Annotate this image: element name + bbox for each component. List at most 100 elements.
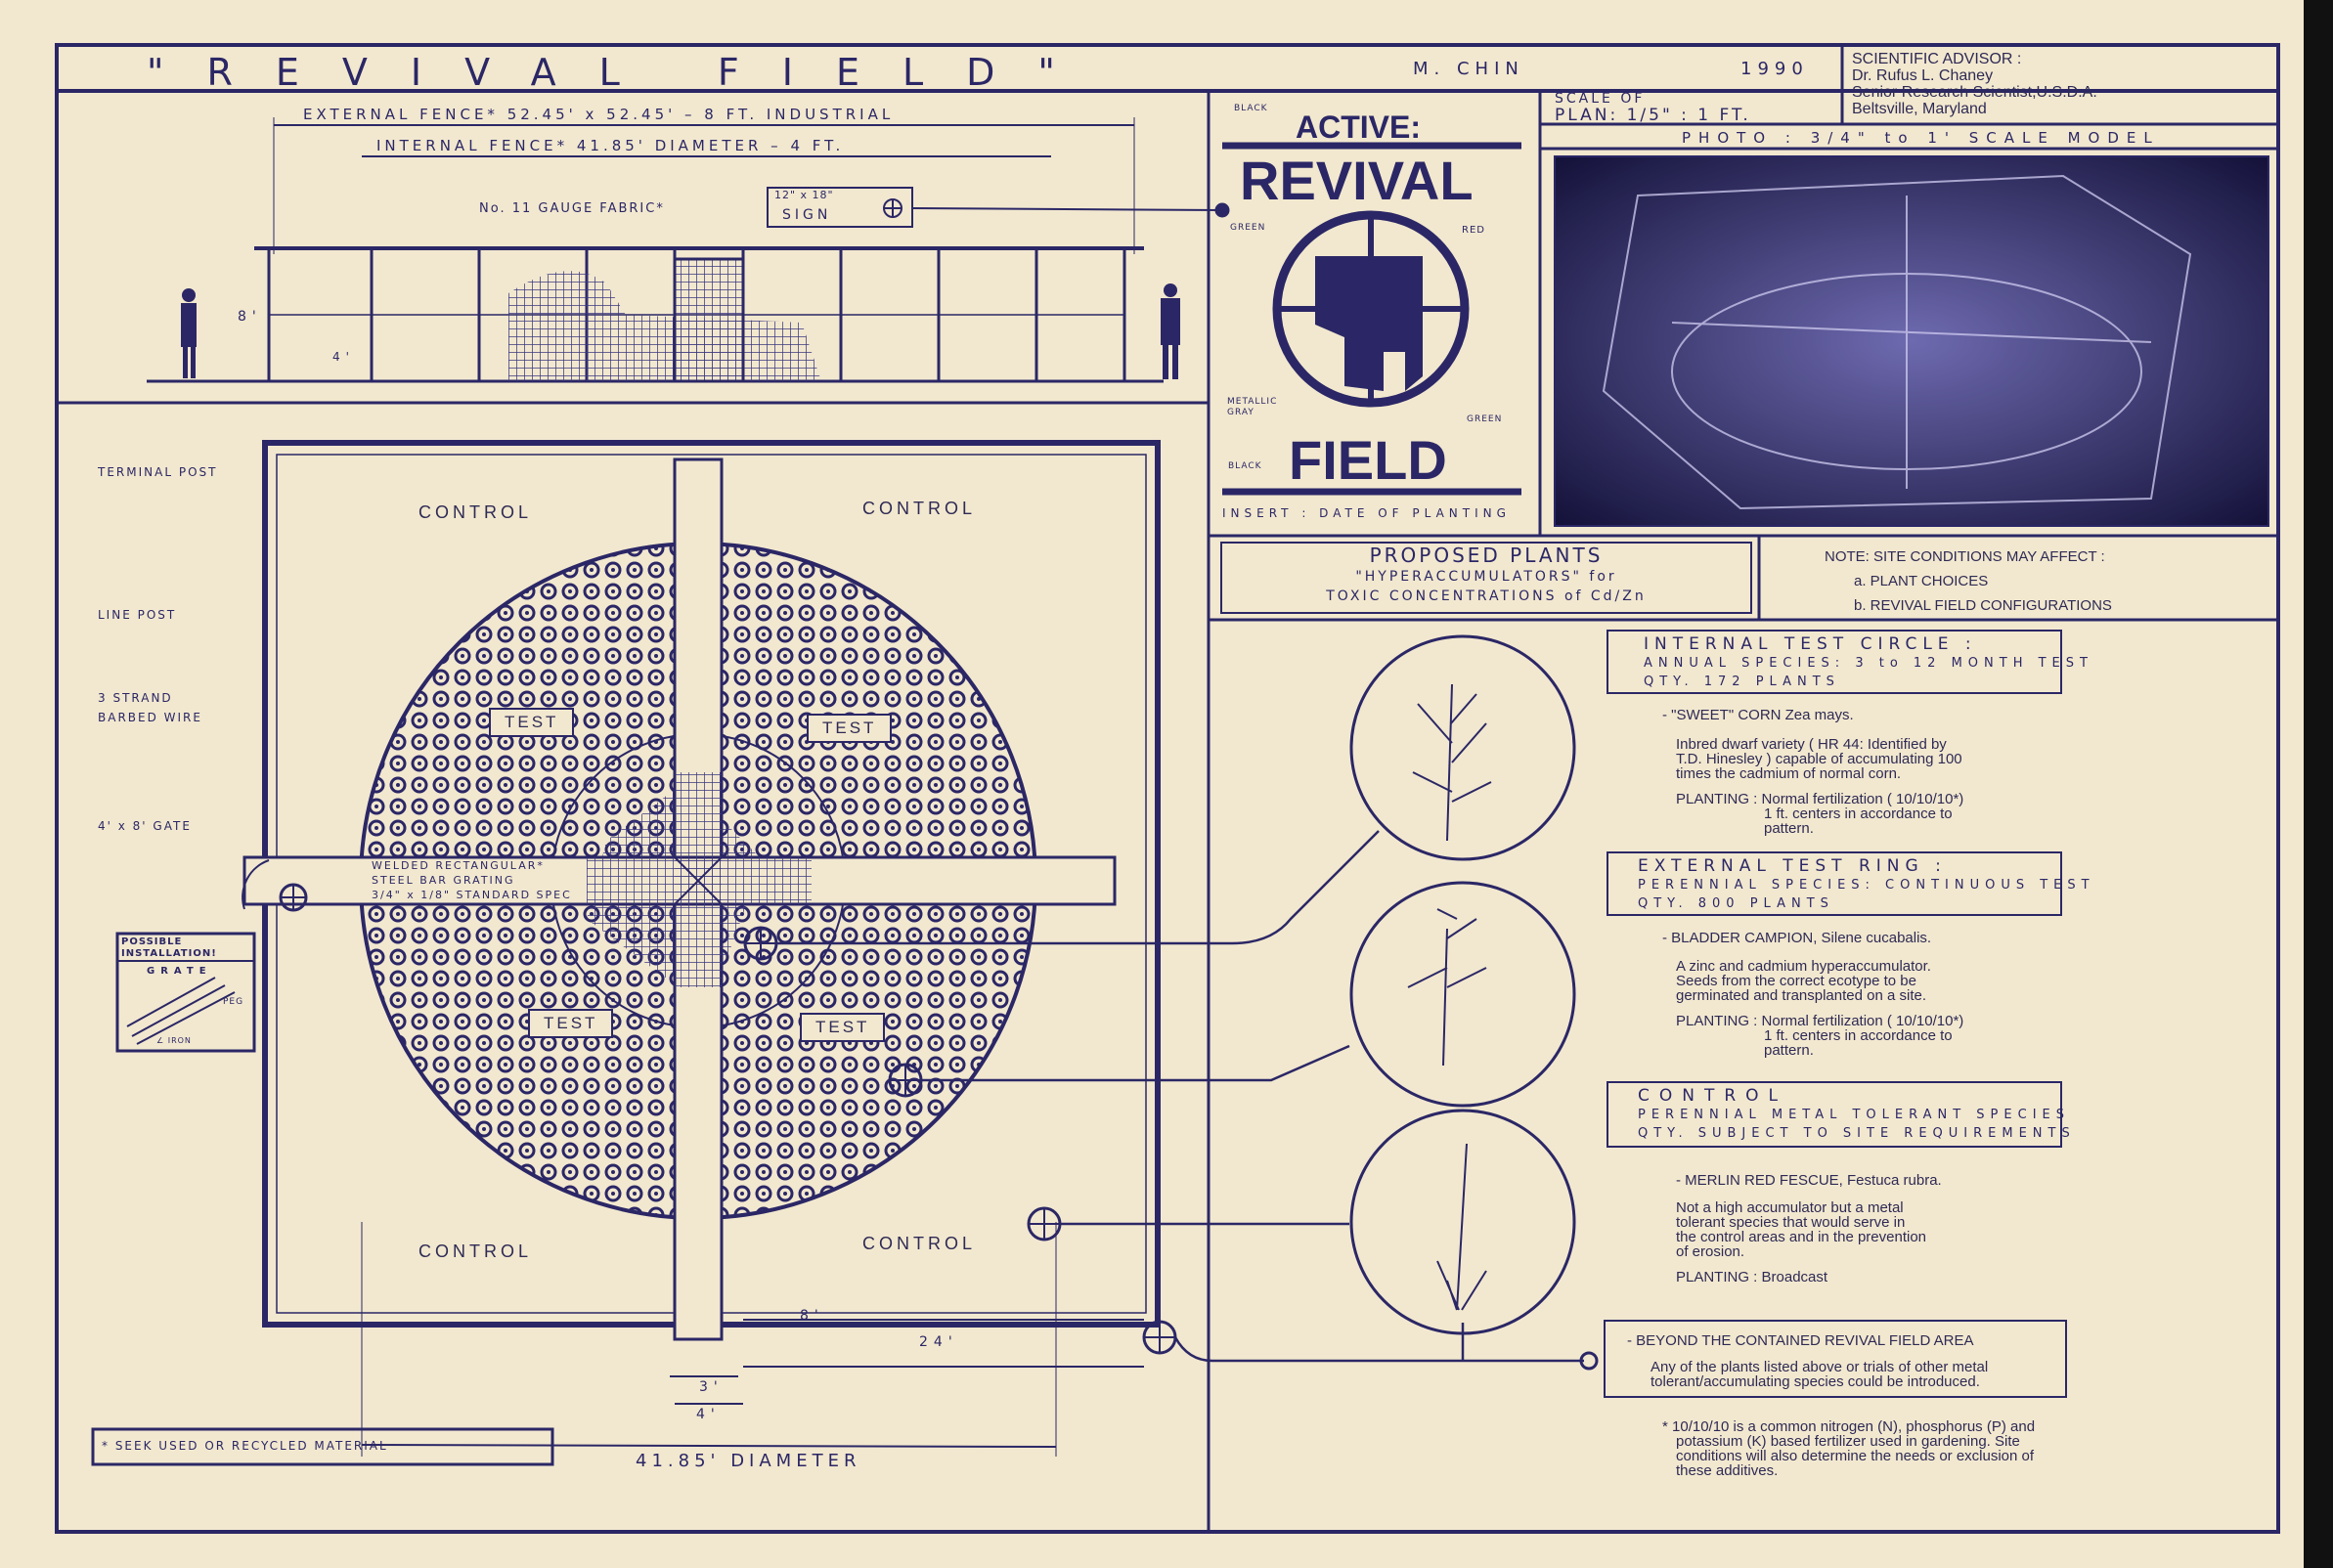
desc-line: Not a high accumulator but a metal <box>1676 1199 1904 1216</box>
color-note: GREEN <box>1467 414 1503 424</box>
planting-line: pattern. <box>1764 1042 1814 1059</box>
section-planting: PLANTING : Normal fertilization ( 10/10/… <box>1676 792 1963 836</box>
fertilizer-footnote: * 10/10/10 is a common nitrogen (N), pho… <box>1662 1419 2035 1478</box>
section-planting: PLANTING : Broadcast <box>1676 1269 1828 1285</box>
section-species: - BLADDER CAMPION, Silene cucabalis. <box>1662 930 1932 946</box>
install-title: POSSIBLE INSTALLATION! <box>121 936 217 959</box>
section-title: EXTERNAL TEST RING : <box>1638 856 1947 876</box>
proposed-plants-box: PROPOSED PLANTS "HYPERACCUMULATORS" for … <box>1220 542 1752 614</box>
plan-scale: SCALE OF PLAN: 1/5" : 1 FT. <box>1555 92 1751 125</box>
desc-line: times the cadmium of normal corn. <box>1676 765 1902 782</box>
control-area-label: CONTROL <box>862 1234 977 1253</box>
desc-line: T.D. Hinesley ) capable of accumulating … <box>1676 751 1962 767</box>
control-header: CONTROL PERENNIAL METAL TOLERANT SPECIES… <box>1607 1081 2076 1148</box>
sheet-title: "REVIVAL FIELD" <box>147 51 1098 94</box>
gate-label: 4' x 8' GATE <box>98 819 192 833</box>
section-subtitle: ANNUAL SPECIES: 3 to 12 MONTH TEST <box>1644 656 2093 671</box>
section-species: - "SWEET" CORN Zea mays. <box>1662 707 1854 723</box>
color-note: BLACK <box>1228 461 1262 471</box>
color-note: RED <box>1462 225 1485 236</box>
footnote-line: potassium (K) based fertilizer used in g… <box>1676 1433 2020 1450</box>
footnote-line: these additives. <box>1676 1462 1779 1479</box>
control-area-label: CONTROL <box>418 1241 533 1261</box>
planting-line: 1 ft. centers in accordance to <box>1764 806 1953 822</box>
install-grate: GRATE <box>147 966 212 977</box>
color-note: GREEN <box>1230 223 1266 233</box>
test-area-label: TEST <box>800 1013 886 1042</box>
test-area-label: TEST <box>807 714 893 743</box>
height-8ft: 8' <box>238 309 262 325</box>
fabric-label: No. 11 GAUGE FABRIC* <box>479 201 665 216</box>
logo-active: ACTIVE: <box>1296 109 1421 145</box>
sign-size: 12" x 18" <box>774 189 834 201</box>
line-post-label: LINE POST <box>98 608 177 622</box>
section-planting: PLANTING : Normal fertilization ( 10/10/… <box>1676 1014 1963 1058</box>
grating-line: 3/4" x 1/8" STANDARD SPEC <box>372 889 572 901</box>
footnote-line: * 10/10/10 is a common nitrogen (N), pho… <box>1662 1418 2036 1435</box>
grating-line: WELDED RECTANGULAR* <box>372 859 545 872</box>
terminal-post-label: TERMINAL POST <box>98 465 218 479</box>
section-title: INTERNAL TEST CIRCLE : <box>1644 634 1977 654</box>
proposed-subtitle: TOXIC CONCENTRATIONS of Cd/Zn <box>1326 588 1647 604</box>
advisor-role: Senior Research Scientist,U.S.D.A. <box>1852 84 2097 101</box>
scientific-advisor: SCIENTIFIC ADVISOR : Dr. Rufus L. Chaney… <box>1852 51 2097 117</box>
author: M. CHIN <box>1413 59 1524 79</box>
section-description: Inbred dwarf variety ( HR 44: Identified… <box>1676 737 1962 781</box>
footnote-line: conditions will also determine the needs… <box>1676 1448 2035 1464</box>
internal-test-circle-header: INTERNAL TEST CIRCLE : ANNUAL SPECIES: 3… <box>1607 630 2093 694</box>
desc-line: Inbred dwarf variety ( HR 44: Identified… <box>1676 736 1947 753</box>
logo-field: FIELD <box>1289 429 1447 491</box>
proposed-subtitle: "HYPERACCUMULATORS" for <box>1355 569 1617 585</box>
section-species: - MERLIN RED FESCUE, Festuca rubra. <box>1676 1172 1942 1189</box>
color-note: METALLIC GRAY <box>1227 397 1278 417</box>
desc-line: germinated and transplanted on a site. <box>1676 987 1927 1004</box>
dim-8ft: 8' <box>800 1308 824 1324</box>
install-iron: ∠ IRON <box>156 1036 192 1045</box>
install-peg: PEG <box>223 997 244 1007</box>
control-area-label: CONTROL <box>862 499 977 518</box>
logo-insert-note: INSERT : DATE OF PLANTING <box>1222 506 1511 520</box>
section-quantity: QTY. 172 PLANTS <box>1644 675 1840 689</box>
planting-line: PLANTING : Normal fertilization ( 10/10/… <box>1676 791 1964 807</box>
section-title: CONTROL <box>1638 1086 1788 1106</box>
recycled-footnote: * SEEK USED OR RECYCLED MATERIAL <box>102 1439 388 1453</box>
dim-4ft: 4' <box>696 1407 721 1422</box>
desc-line: of erosion. <box>1676 1243 1745 1260</box>
planting-line: PLANTING : Normal fertilization ( 10/10/… <box>1676 1013 1964 1029</box>
desc-line: Seeds from the correct ecotype to be <box>1676 973 1916 989</box>
site-conditions-note: NOTE: SITE CONDITIONS MAY AFFECT : a. PL… <box>1825 544 2112 618</box>
photo-caption: PHOTO : 3/4" to 1' SCALE MODEL <box>1682 129 2160 147</box>
barbed-wire-label: 3 STRAND BARBED WIRE <box>98 691 202 724</box>
desc-line: tolerant species that would serve in <box>1676 1214 1906 1231</box>
dim-3ft: 3' <box>699 1379 724 1395</box>
section-subtitle: PERENNIAL SPECIES: CONTINUOUS TEST <box>1638 878 2095 893</box>
internal-fence-label: INTERNAL FENCE* 41.85' DIAMETER – 4 FT. <box>376 137 845 154</box>
beyond-title: - BEYOND THE CONTAINED REVIVAL FIELD ARE… <box>1627 1332 1974 1349</box>
section-quantity: QTY. 800 PLANTS <box>1638 896 1834 911</box>
planting-line: 1 ft. centers in accordance to <box>1764 1027 1953 1044</box>
beyond-area-box: - BEYOND THE CONTAINED REVIVAL FIELD ARE… <box>1604 1320 2067 1398</box>
section-description: Not a high accumulator but a metal toler… <box>1676 1200 1926 1259</box>
logo-revival: REVIVAL <box>1240 150 1474 211</box>
test-area-label: TEST <box>528 1009 614 1038</box>
note-heading: NOTE: SITE CONDITIONS MAY AFFECT : <box>1825 548 2105 565</box>
proposed-title: PROPOSED PLANTS <box>1369 544 1604 567</box>
section-description: A zinc and cadmium hyperaccumulator. See… <box>1676 959 1931 1003</box>
sign-label: SIGN <box>782 207 832 223</box>
beyond-line: Any of the plants listed above or trials… <box>1651 1359 1989 1375</box>
planting-line: pattern. <box>1764 820 1814 837</box>
dim-24ft: 24' <box>919 1334 958 1350</box>
test-area-label: TEST <box>489 708 575 737</box>
desc-line: A zinc and cadmium hyperaccumulator. <box>1676 958 1931 975</box>
note-item: b. REVIVAL FIELD CONFIGURATIONS <box>1854 597 2112 614</box>
external-test-ring-header: EXTERNAL TEST RING : PERENNIAL SPECIES: … <box>1607 851 2095 916</box>
beyond-line: tolerant/accumulating species could be i… <box>1651 1373 1980 1390</box>
advisor-name: Dr. Rufus L. Chaney <box>1852 67 1994 84</box>
advisor-location: Beltsville, Maryland <box>1852 101 1987 117</box>
color-note: BLACK <box>1234 104 1268 113</box>
scale-line-2: PLAN: 1/5" : 1 FT. <box>1555 106 1751 125</box>
section-quantity: QTY. SUBJECT TO SITE REQUIREMENTS <box>1638 1126 2076 1141</box>
height-4ft: 4' <box>332 350 355 364</box>
year: 1990 <box>1740 59 1809 79</box>
grating-spec: WELDED RECTANGULAR* STEEL BAR GRATING 3/… <box>372 858 572 902</box>
